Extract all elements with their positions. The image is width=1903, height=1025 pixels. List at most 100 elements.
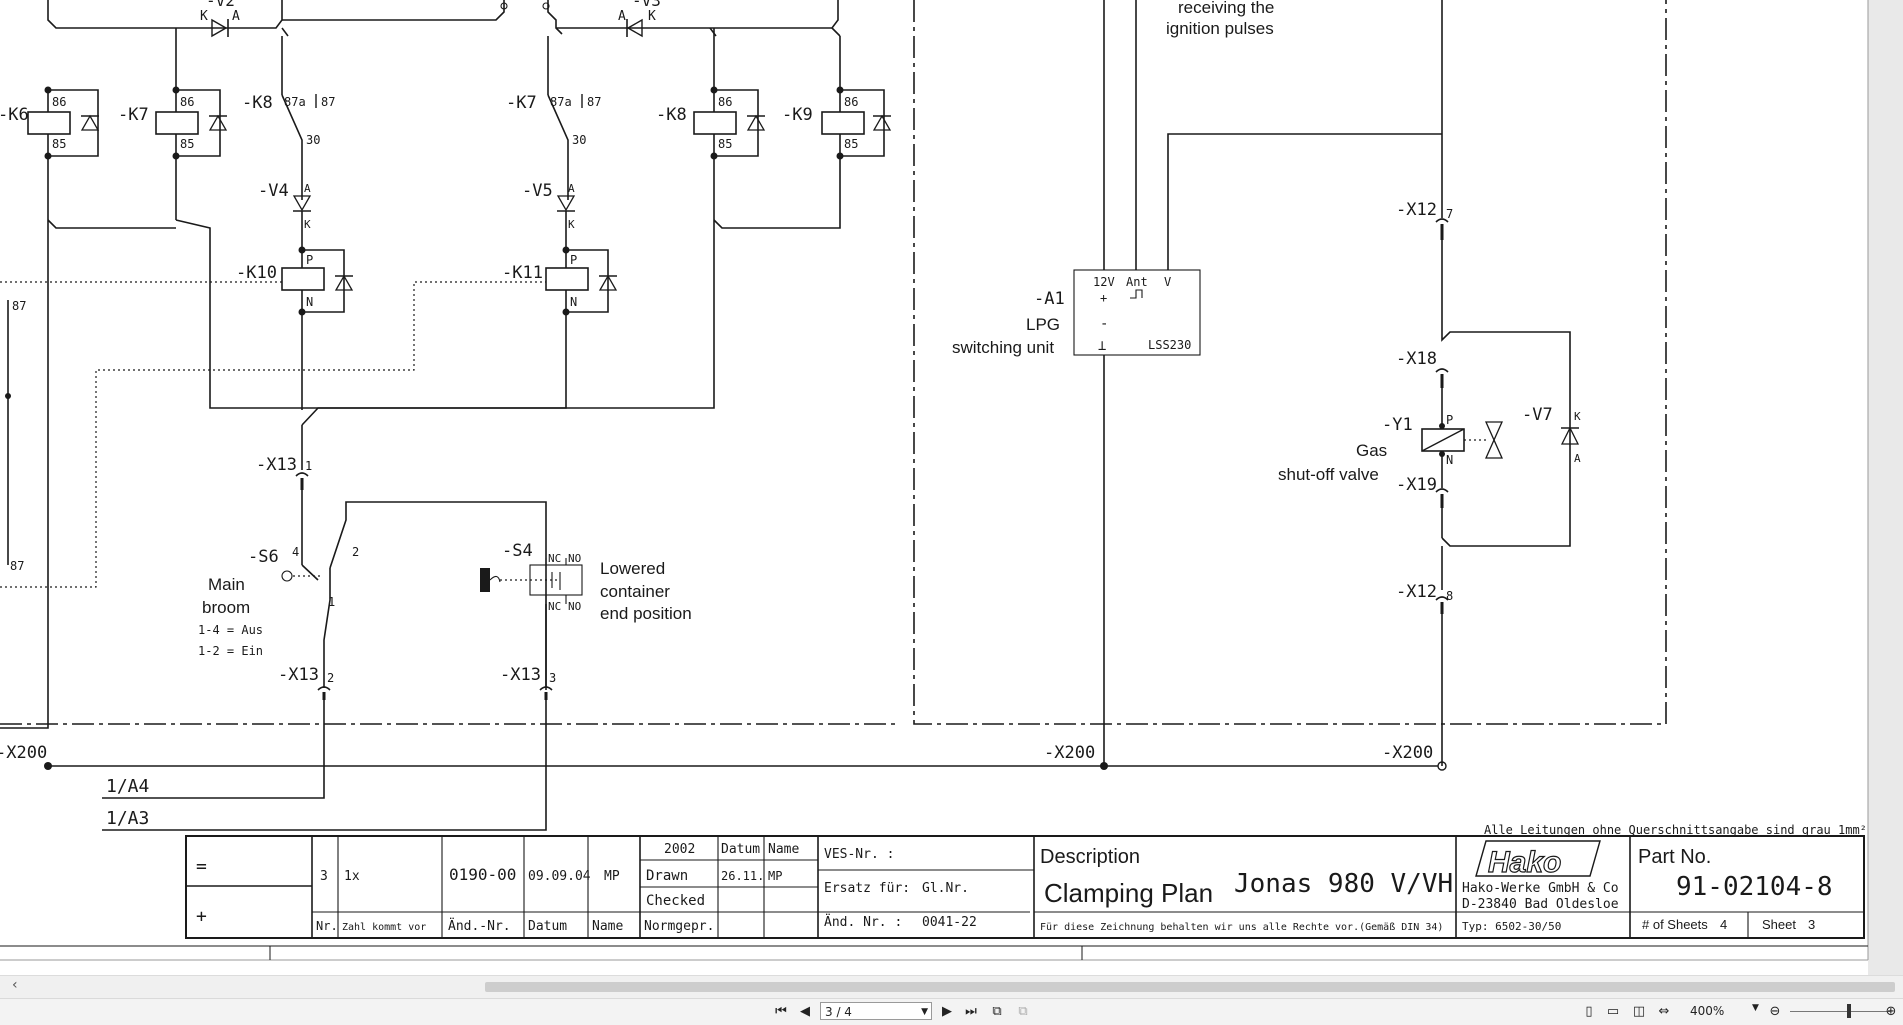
relay-contact-k7: -K7 87a 87 30 bbox=[506, 36, 601, 200]
pin-12v-label: 12V bbox=[1093, 275, 1115, 289]
relay-k9-label: -K9 bbox=[782, 105, 813, 125]
single-page-view-icon[interactable]: ▯ bbox=[1585, 1004, 1593, 1019]
diode-v7-label: -V7 bbox=[1522, 405, 1553, 425]
pin-n-label: N bbox=[570, 295, 577, 309]
switch-s6-name: broom bbox=[202, 598, 250, 617]
pin-v-label: V bbox=[1164, 275, 1171, 289]
part-number: 91-02104-8 bbox=[1676, 872, 1833, 902]
connector-x12-label: -X12 bbox=[1396, 582, 1437, 602]
first-page-icon[interactable]: ⏮ bbox=[775, 1004, 787, 1019]
top-wiring bbox=[47, 0, 841, 37]
pin-86-label: 86 bbox=[718, 95, 732, 109]
left-rail: 87 87 bbox=[0, 160, 546, 729]
switch-s4-description: end position bbox=[600, 604, 692, 623]
plus-label: + bbox=[196, 906, 207, 927]
type-label: Typ: 6502-30/50 bbox=[1462, 920, 1561, 933]
header-datum: Datum bbox=[528, 919, 567, 934]
scrollbar-thumb[interactable] bbox=[485, 982, 1895, 992]
relay-k6-label: -K6 bbox=[0, 105, 29, 125]
column-name: Name bbox=[768, 842, 799, 857]
connector-x200-label: -X200 bbox=[1382, 743, 1433, 763]
ground-bus-x200: -X200 -X200 -X200 bbox=[0, 743, 1447, 771]
diode-v4-label: -V4 bbox=[258, 181, 289, 201]
ersatz-label: Ersatz für: bbox=[824, 881, 910, 896]
diode-a-label: A bbox=[568, 182, 575, 195]
pin-p-label: P bbox=[570, 253, 577, 267]
relay-k7-label: -K7 bbox=[118, 105, 149, 125]
zoom-level[interactable]: 400% bbox=[1690, 1004, 1725, 1018]
relay-k10-label: -K10 bbox=[236, 263, 277, 283]
pin-n-label: N bbox=[1446, 453, 1453, 467]
last-page-icon[interactable]: ⏭ bbox=[965, 1004, 977, 1019]
lpg-switching-unit: 12V Ant V + - ⊥ LSS230 -A1 LPG switching… bbox=[952, 0, 1442, 766]
pin-1-label: 1 bbox=[305, 459, 312, 473]
diode-k-label: K bbox=[568, 218, 575, 231]
sheet-number: 3 bbox=[1808, 917, 1815, 932]
unit-a1-name: LPG bbox=[1026, 315, 1060, 334]
zoom-slider-thumb[interactable] bbox=[1847, 1004, 1851, 1018]
prev-page-icon[interactable]: ◀ bbox=[800, 1004, 810, 1019]
gas-valve-branch: -X12 7 -X18 -Y1 P N Gas shut-off valve -… bbox=[1278, 0, 1581, 766]
switch-s6-note: 1-4 = Aus bbox=[198, 623, 263, 637]
continuous-view-icon[interactable]: ▭ bbox=[1606, 1004, 1620, 1019]
scroll-left-icon[interactable]: ‹ bbox=[12, 977, 18, 993]
chevron-down-icon[interactable]: ▼ bbox=[921, 1007, 928, 1017]
pin-85-label: 85 bbox=[180, 137, 194, 151]
pin-p-label: P bbox=[306, 253, 313, 267]
zoom-in-icon[interactable]: ⊕ bbox=[1885, 1004, 1897, 1019]
header-name: Name bbox=[592, 919, 623, 934]
zoom-slider[interactable] bbox=[1790, 1011, 1890, 1012]
chevron-down-icon[interactable]: ▼ bbox=[1752, 1003, 1759, 1013]
diode-k-label: K bbox=[1574, 410, 1581, 423]
unit-a1-label: -A1 bbox=[1034, 289, 1065, 309]
revision-count: 1x bbox=[344, 869, 360, 884]
pin-85-label: 85 bbox=[718, 137, 732, 151]
pin-2-label: 2 bbox=[327, 671, 334, 685]
pin-30-label: 30 bbox=[306, 133, 320, 147]
diode-v5: -V5 A K bbox=[522, 181, 576, 250]
revision-number: 3 bbox=[320, 869, 328, 884]
logo-text: Hako bbox=[1488, 846, 1561, 879]
horizontal-scrollbar[interactable]: ‹ bbox=[0, 975, 1903, 998]
revision-name: MP bbox=[604, 869, 620, 884]
diode-v3-label: -V3 bbox=[632, 0, 661, 10]
pin-87a-label: 87a bbox=[550, 95, 572, 109]
switch-s4-label: -S4 bbox=[502, 541, 533, 561]
page-number-input[interactable]: 3 / 4 ▼ bbox=[820, 1002, 932, 1020]
two-page-view-icon[interactable]: ◫ bbox=[1632, 1004, 1646, 1019]
diode-a-label: A bbox=[232, 9, 240, 24]
switch-s6-note: 1-2 = Ein bbox=[198, 644, 263, 658]
copy-page-icon[interactable]: ⧉ bbox=[992, 1004, 1002, 1019]
connector-x13-label: -X13 bbox=[278, 665, 319, 685]
pin-n-label: N bbox=[306, 295, 313, 309]
schematic-sheet: K A -V2 A K -V3 -K6 86 85 -K7 86 85 bbox=[0, 0, 1903, 975]
relay-k8-right: -K8 86 85 bbox=[175, 28, 766, 409]
pin-85-label: 85 bbox=[52, 137, 66, 151]
revision-date: 09.09.04 bbox=[528, 869, 591, 884]
fit-width-icon[interactable]: ⇔ bbox=[1658, 1004, 1670, 1019]
paste-page-icon[interactable]: ⧉ bbox=[1018, 1004, 1028, 1019]
zoom-out-icon[interactable]: ⊖ bbox=[1769, 1004, 1781, 1019]
hako-logo: Hako bbox=[1475, 840, 1601, 880]
diode-a-label: A bbox=[304, 182, 311, 195]
pin-ant-label: Ant bbox=[1126, 275, 1148, 289]
pin-4-label: 4 bbox=[292, 545, 299, 559]
connector-x18-label: -X18 bbox=[1396, 349, 1437, 369]
sheets-count: 4 bbox=[1720, 917, 1727, 932]
description-heading: Description bbox=[1040, 846, 1140, 868]
page-number-value: 3 / 4 bbox=[825, 1005, 852, 1019]
pin-85-label: 85 bbox=[844, 137, 858, 151]
valve-y1-name: Gas bbox=[1356, 441, 1387, 460]
valve-y1-label: -Y1 bbox=[1382, 415, 1413, 435]
no-label: NO bbox=[568, 552, 581, 565]
drawn-name: MP bbox=[768, 869, 782, 883]
relay-k8-label: -K8 bbox=[242, 93, 273, 113]
diode-v5-label: -V5 bbox=[522, 181, 553, 201]
relay-k7-right-label: -K7 bbox=[506, 93, 537, 113]
pin-30-label: 30 bbox=[572, 133, 586, 147]
next-page-icon[interactable]: ▶ bbox=[942, 1004, 952, 1019]
cross-section-note: Alle Leitungen ohne Querschnittsangabe s… bbox=[1484, 823, 1867, 837]
normgepr-label: Normgepr. bbox=[644, 919, 714, 934]
header-aend: Änd.-Nr. bbox=[448, 918, 511, 934]
relay-k8-right-label: -K8 bbox=[656, 105, 687, 125]
